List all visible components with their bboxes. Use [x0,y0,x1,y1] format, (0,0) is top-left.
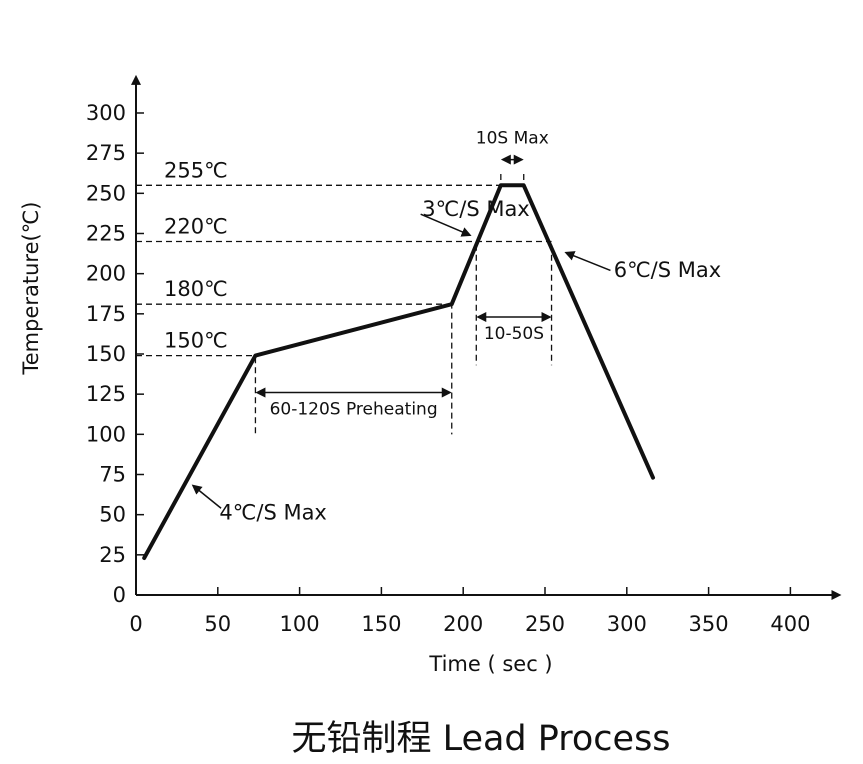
y-tick-label: 0 [113,583,126,607]
y-tick-label: 300 [86,101,126,125]
y-tick-label: 25 [99,543,126,567]
rate-label: 6℃/S Max [614,258,721,282]
x-tick-label: 400 [770,612,810,636]
y-tick-label: 50 [99,503,126,527]
y-tick-label: 275 [86,141,126,165]
y-axis-title: Temperature(℃) [19,202,43,376]
span-label: 60-120S Preheating [270,400,438,420]
reference-line-label: 255℃ [164,158,228,182]
rate-label: 4℃/S Max [219,500,326,524]
x-tick-label: 100 [280,612,320,636]
y-tick-label: 225 [86,221,126,245]
x-tick-label: 0 [129,612,142,636]
y-tick-label: 125 [86,382,126,406]
profile-curve [142,183,655,560]
x-tick-label: 50 [204,612,231,636]
x-tick-label: 300 [607,612,647,636]
span-label: 10-50S [484,324,544,344]
y-tick-label: 150 [86,342,126,366]
chart-title: 无铅制程 Lead Process [291,719,670,759]
rate-arrow [564,251,611,272]
x-tick-label: 200 [443,612,483,636]
x-axis-title: Time ( sec ) [428,652,552,676]
y-tick-label: 100 [86,422,126,446]
x-tick-label: 150 [361,612,401,636]
y-tick-label: 175 [86,302,126,326]
y-tick-label: 250 [86,181,126,205]
reference-line-label: 180℃ [164,277,228,301]
rate-arrow [420,213,472,237]
y-tick-label: 75 [99,462,126,486]
rate-label: 3℃/S Max [422,197,529,221]
reference-line-label: 150℃ [164,329,228,353]
x-tick-label: 350 [689,612,729,636]
y-tick-label: 200 [86,262,126,286]
x-tick-label: 250 [525,612,565,636]
span-label: 10S Max [476,129,549,149]
rate-arrow [191,484,222,509]
reference-line-label: 220℃ [164,215,228,239]
